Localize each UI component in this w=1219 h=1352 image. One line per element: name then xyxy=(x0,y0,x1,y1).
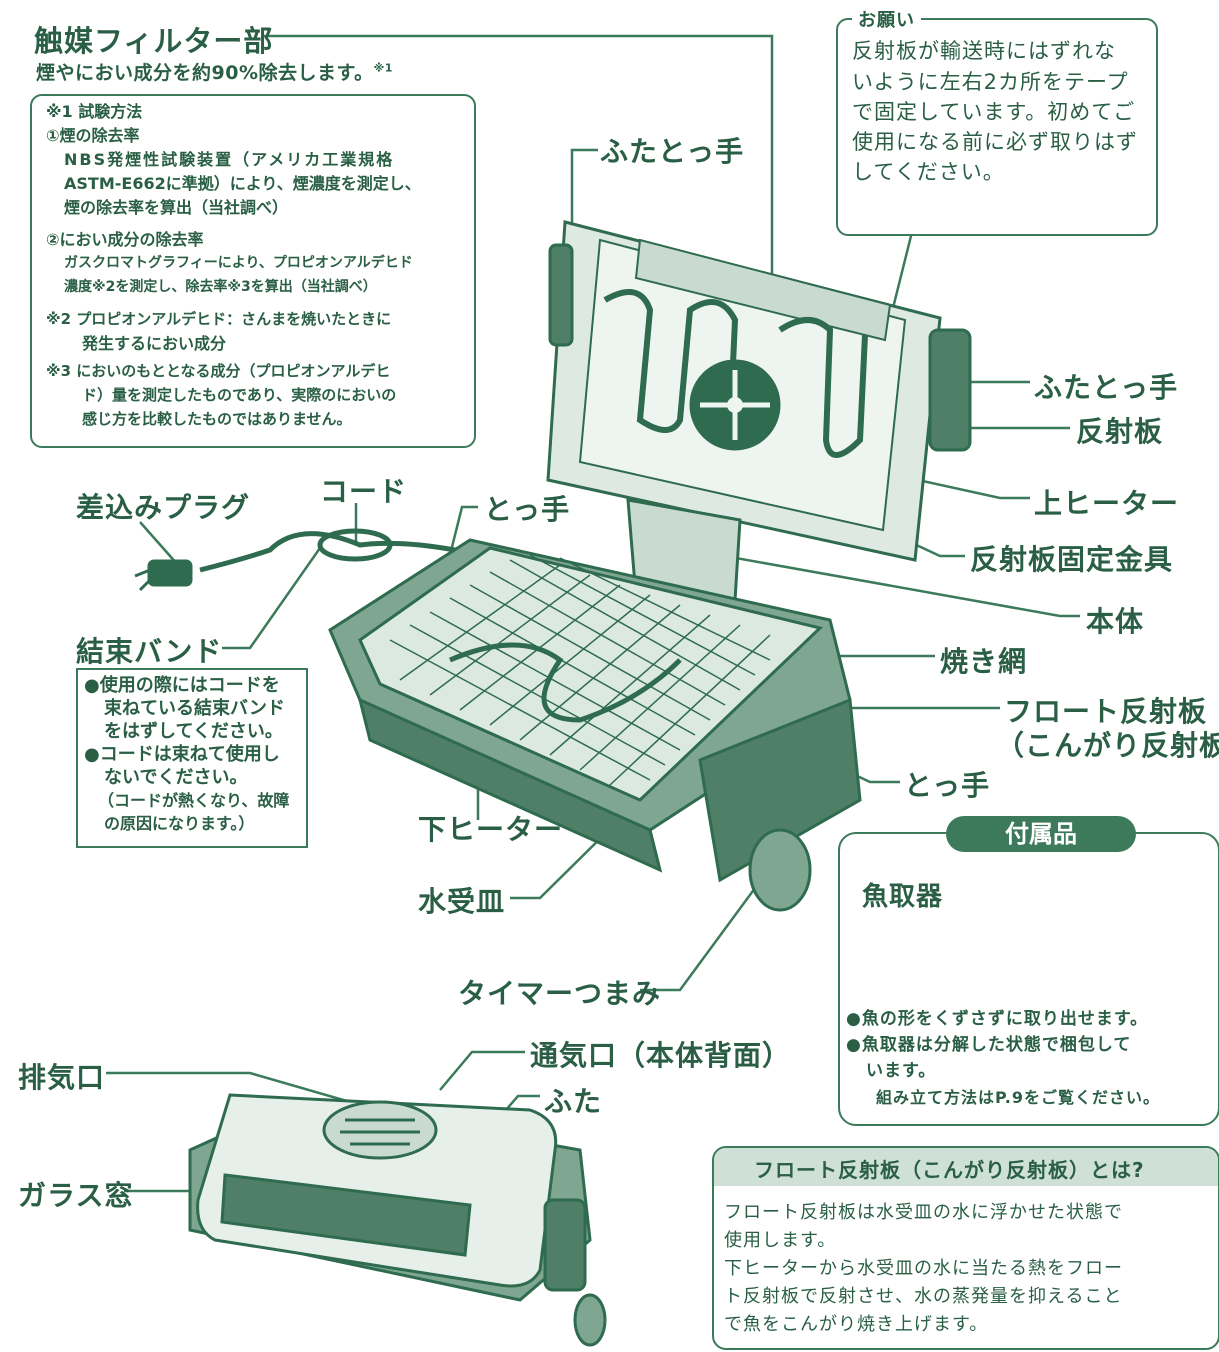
band-note-line7: の原因になります。） xyxy=(104,814,255,833)
request-box: お願い 反射板が輸送時にはずれな いように左右2カ所をテープ で固定しています。… xyxy=(836,6,1158,236)
page-title: 触媒フィルター部 xyxy=(34,24,274,58)
label-lid-handle-top: ふたとっ手 xyxy=(600,135,745,168)
test-item2-line1: ガスクロマトグラフィーにより、プロピオンアルデヒド xyxy=(64,255,413,271)
info-line4: ト反射板で反射させ、水の蒸発量を抑えること xyxy=(724,1286,1123,1307)
label-vent: 通気口（本体背面） xyxy=(530,1039,792,1072)
float-reflector-info: フロート反射板（こんがり反射板）とは? フロート反射板は水受皿の水に浮かせた状態… xyxy=(712,1146,1219,1350)
grill-base xyxy=(328,538,862,912)
label-exhaust: 排気口 xyxy=(18,1061,106,1094)
label-float-reflector: フロート反射板 xyxy=(1004,695,1208,728)
accessory-title: 付属品 xyxy=(946,816,1136,852)
label-timer-knob: タイマーつまみ xyxy=(458,977,662,1010)
request-line2: いように左右2カ所をテープ xyxy=(852,70,1129,94)
label-body: 本体 xyxy=(1086,605,1145,638)
label-lower-heater: 下ヒーター xyxy=(418,813,564,846)
test-item2-title: ②におい成分の除去率 xyxy=(46,230,204,249)
band-note-line5: ないでください。 xyxy=(104,767,248,788)
info-line5: で魚をこんがり焼き上げます。 xyxy=(724,1314,989,1335)
accessory-line4: 組み立て方法はP.9をご覧ください。 xyxy=(876,1088,1161,1107)
test-item1-line1: NBS発煙性試験装置（アメリカ工業規格 xyxy=(64,150,395,169)
request-line3: で固定しています。初めてご xyxy=(852,100,1136,124)
info-line2: 使用します。 xyxy=(724,1230,837,1251)
subtitle: 煙やにおい成分を約90%除去します。※1 xyxy=(36,58,393,85)
subtitle-note-mark: ※1 xyxy=(373,61,393,75)
accessory-line2: ●魚取器は分解した状態で梱包して xyxy=(846,1035,1132,1055)
band-note-line6: （コードが熱くなり、故障 xyxy=(98,791,290,810)
test-item2-line2: 濃度※2を測定し、除去率※3を算出（当社調べ） xyxy=(64,279,377,295)
request-line5: してください。 xyxy=(852,160,1005,184)
request-line1: 反射板が輸送時にはずれな xyxy=(852,39,1116,63)
test-note3-line3: 感じ方を比較したものではありません。 xyxy=(82,410,352,428)
label-plug: 差込みプラグ xyxy=(76,491,251,524)
info-line3: 下ヒーターから水受皿の水に当たる熱をフロー xyxy=(724,1258,1123,1279)
test-note-heading: ※1 試験方法 xyxy=(46,102,143,121)
accessory-item: 魚取器 xyxy=(862,882,944,912)
accessory-line3: います。 xyxy=(866,1061,937,1081)
test-note3-line2: ド）量を測定したものであり、実際のにおいの xyxy=(82,386,397,404)
band-note-line4: ●コードは束ねて使用し xyxy=(84,744,280,765)
test-item1-line2: ASTM-E662に準拠）により、煙濃度を測定し、 xyxy=(64,174,421,193)
label-grill-net: 焼き網 xyxy=(940,645,1028,678)
test-item1-title: ①煙の除去率 xyxy=(46,126,140,145)
subtitle-text: 煙やにおい成分を約90%除去します。 xyxy=(36,62,374,84)
label-binding-band: 結束バンド xyxy=(76,635,223,668)
label-water-tray: 水受皿 xyxy=(418,885,506,918)
test-note2-line2: 発生するにおい成分 xyxy=(82,334,227,353)
band-note-line3: をはずしてください。 xyxy=(104,721,283,742)
binding-band-note: ●使用の際にはコードを 束ねている結束バンド をはずしてください。 ●コードは束… xyxy=(76,668,308,848)
label-upper-heater: 上ヒーター xyxy=(1034,487,1180,520)
label-handle-right: とっ手 xyxy=(904,769,991,802)
test-note3-line1: ※3 においのもととなる成分（プロピオンアルデヒ xyxy=(46,362,391,380)
label-reflector: 反射板 xyxy=(1076,415,1164,448)
label-glass-window: ガラス窓 xyxy=(18,1179,134,1212)
test-method-box: ※1 試験方法 ①煙の除去率 NBS発煙性試験装置（アメリカ工業規格 ASTM-… xyxy=(30,94,476,448)
label-reflector-bracket: 反射板固定金具 xyxy=(970,543,1174,576)
request-heading: お願い xyxy=(852,6,921,32)
band-note-line1: ●使用の際にはコードを xyxy=(84,675,280,696)
test-item1-line3: 煙の除去率を算出（当社調べ） xyxy=(64,198,289,217)
cord-and-plug xyxy=(134,528,456,592)
accessory-box: 付属品 魚取器 ●魚の形をくずさずに取り出せます。 ●魚取器は分解した状態で梱包… xyxy=(838,816,1219,1126)
label-lid-handle-right: ふたとっ手 xyxy=(1034,371,1179,404)
test-note2-line1: ※2 プロピオンアルデヒド：さんまを焼いたときに xyxy=(46,310,392,328)
band-note-line2: 束ねている結束バンド xyxy=(104,698,285,719)
accessory-line1: ●魚の形をくずさずに取り出せます。 xyxy=(846,1009,1149,1029)
closed-grill xyxy=(188,1093,607,1347)
request-line4: 使用になる前に必ず取りはず xyxy=(852,130,1138,154)
label-handle-left: とっ手 xyxy=(484,493,571,526)
info-line1: フロート反射板は水受皿の水に浮かせた状態で xyxy=(724,1202,1123,1223)
grill-net-wires xyxy=(389,554,771,786)
label-cord: コード xyxy=(320,475,408,508)
info-title: フロート反射板（こんがり反射板）とは? xyxy=(754,1158,1145,1182)
label-lid: ふた xyxy=(544,1085,603,1118)
info-header-bg xyxy=(714,1148,1218,1186)
open-lid xyxy=(546,220,972,602)
label-float-reflector-alt: （こんがり反射板） xyxy=(996,729,1219,762)
